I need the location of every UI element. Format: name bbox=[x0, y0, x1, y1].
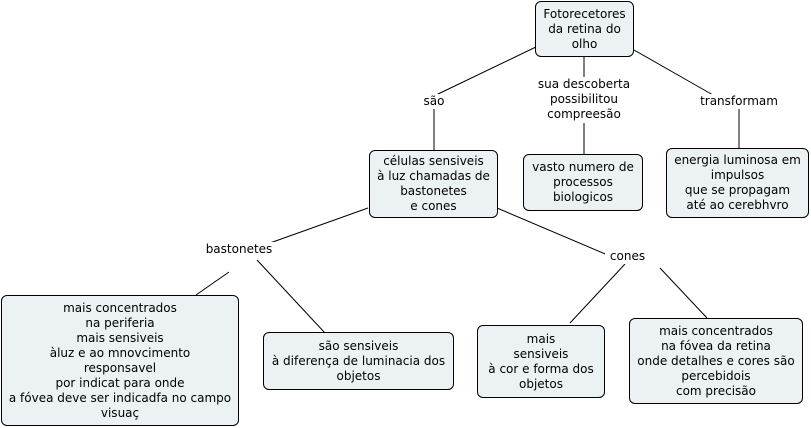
link-label-transform[interactable]: transformam bbox=[694, 94, 784, 109]
concept-rods-concentrated[interactable]: mais concentrados na periferia mais sens… bbox=[1, 295, 239, 426]
concept-root[interactable]: Fotorecetores da retina do olho bbox=[535, 1, 634, 57]
concept-cones-concentrated[interactable]: mais concentrados na fóvea da retina ond… bbox=[629, 318, 803, 404]
concept-cones-sensitive[interactable]: mais sensiveis à cor e forma dos objetos bbox=[477, 325, 605, 398]
link-root-sao bbox=[435, 45, 539, 96]
link-cells-rods bbox=[269, 207, 369, 244]
link-label-sao[interactable]: são bbox=[418, 94, 450, 109]
concept-vast[interactable]: vasto numero de processos biologicos bbox=[523, 154, 643, 211]
concept-cells[interactable]: células sensiveis à luz chamadas de bast… bbox=[369, 150, 498, 218]
concept-rods-sensitive[interactable]: são sensiveis à diferença de luminacia d… bbox=[263, 332, 454, 390]
link-root-transform bbox=[633, 49, 714, 96]
link-cells-cones bbox=[496, 207, 611, 257]
link-cones-sensitive bbox=[569, 263, 626, 324]
link-cones-concentrated bbox=[659, 267, 708, 319]
concept-energy[interactable]: energia luminosa em impulsos que se prop… bbox=[666, 148, 809, 218]
link-rods-sensitive bbox=[256, 259, 326, 334]
link-label-cones[interactable]: cones bbox=[605, 249, 650, 264]
link-label-discovery[interactable]: sua descoberta possibilitou compreesão bbox=[531, 77, 637, 123]
link-rods-concentrated bbox=[195, 271, 230, 296]
link-label-rods[interactable]: bastonetes bbox=[200, 242, 278, 257]
